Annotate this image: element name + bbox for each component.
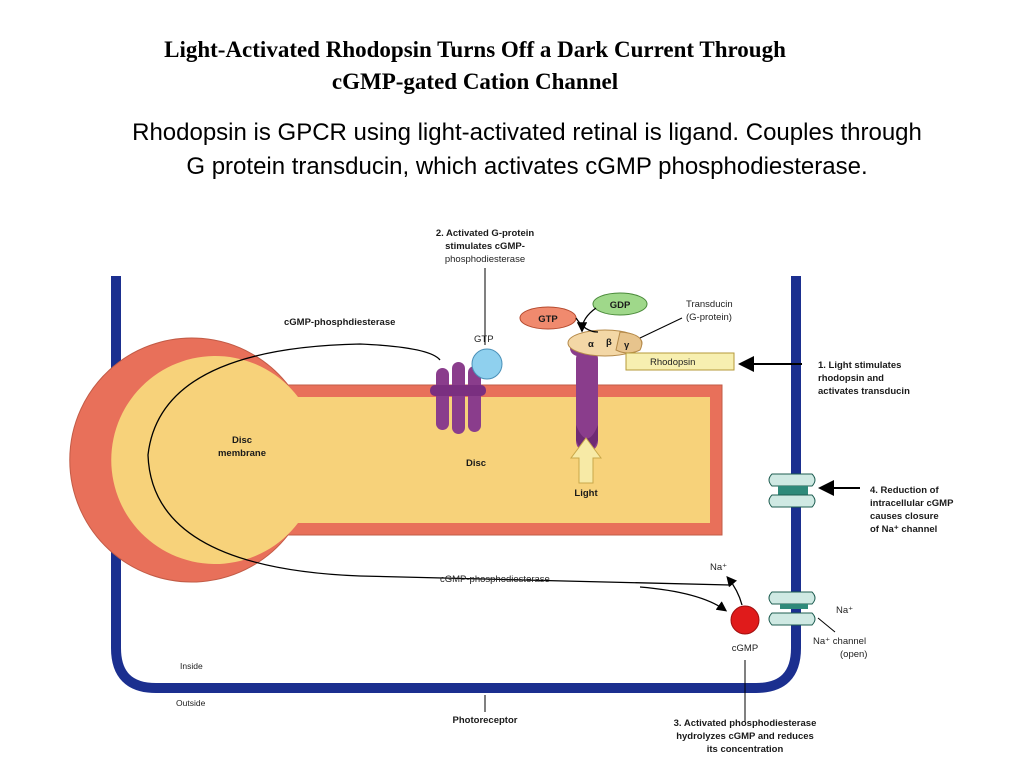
na-plus-right-label: Na⁺: [836, 605, 853, 616]
transducin-gamma-lobe: [615, 331, 643, 354]
photoreceptor-label: Photoreceptor: [453, 715, 518, 726]
gdp-to-gtp-arrow: [576, 307, 597, 333]
closed-na-channel: [768, 473, 816, 508]
subtitle-line-2: G protein transducin, which activates cG…: [186, 153, 868, 180]
gtp-small-label: GTP: [474, 334, 494, 345]
step1-label-line-1: 1. Light stimulates: [818, 360, 901, 371]
cgmp-pde-bottom-label: cGMP-phosphodiesterase: [440, 574, 550, 585]
step4-label-line-2: intracellular cGMP: [870, 498, 954, 509]
na-plus-up-label: Na⁺: [710, 562, 727, 573]
title-line-2: cGMP-gated Cation Channel: [331, 69, 619, 94]
step3-label-line-3: its concentration: [707, 744, 784, 755]
subtitle-line-1: Rhodopsin is GPCR using light-activated …: [132, 119, 922, 146]
step3-label-line-2: hydrolyzes cGMP and reduces: [676, 731, 814, 742]
na-channel-label-line-1: Na⁺ channel: [813, 636, 866, 647]
transducin-label-line-2: (G-protein): [686, 312, 732, 323]
step2-label-line-1: 2. Activated G-protein: [436, 228, 535, 239]
na-flow-arrow: [726, 576, 743, 606]
light-arrow: [570, 437, 602, 484]
gdp-label: GDP: [610, 300, 631, 311]
title-line-1: Light-Activated Rhodopsin Turns Off a Da…: [164, 37, 786, 62]
cgmp-circle: [730, 605, 760, 635]
transducin-pointer-line: [639, 317, 683, 339]
transducin-label-line-1: Transducin: [686, 299, 733, 310]
disc-membrane-label-line-1: Disc: [232, 435, 252, 446]
slide-title: Light-Activated Rhodopsin Turns Off a Da…: [0, 34, 950, 98]
light-label: Light: [574, 488, 598, 499]
step4-label-line-4: of Na⁺ channel: [870, 524, 937, 535]
cgmp-label: cGMP: [732, 643, 758, 654]
na-channel-label-line-2: (open): [840, 649, 867, 660]
slide-subtitle: Rhodopsin is GPCR using light-activated …: [30, 116, 1024, 184]
cell-membrane: [111, 276, 801, 693]
gamma-label: γ: [624, 340, 630, 351]
cgmp-pde-top-label: cGMP-phosphdiesterase: [284, 317, 395, 328]
na-channel-pointer: [817, 617, 836, 633]
step4-label-line-3: causes closure: [870, 511, 939, 522]
disc-label: Disc: [466, 458, 486, 469]
open-na-channel: [768, 591, 816, 626]
step2-label-line-3: phosphodiesterase: [445, 254, 525, 265]
step3-label-line-1: 3. Activated phosphodiesterase: [674, 718, 817, 729]
step1-label-line-2: rhodopsin and: [818, 373, 884, 384]
outer-membrane-line: [147, 343, 731, 586]
rhodopsin-box: [625, 352, 735, 371]
gtp-small-circle: [471, 348, 503, 380]
alpha-label: α: [588, 339, 594, 350]
rhodopsin-label: Rhodopsin: [650, 357, 695, 368]
disc-membrane-label-line-2: membrane: [218, 448, 266, 459]
gdp-oval: [592, 292, 648, 316]
gtp-label: GTP: [538, 314, 558, 325]
outside-label: Outside: [176, 698, 206, 708]
step1-label-line-3: activates transducin: [818, 386, 910, 397]
step2-label-line-2: stimulates cGMP-: [445, 241, 525, 252]
pde-to-cgmp-arrow: [639, 586, 728, 612]
gtp-exchange-curve: [575, 317, 599, 333]
disc-interior: [111, 356, 711, 564]
beta-label: β: [606, 337, 612, 348]
phosphodiesterase-protein: [430, 362, 486, 434]
inside-label: Inside: [180, 661, 203, 671]
step4-label-line-1: 4. Reduction of: [870, 485, 939, 496]
